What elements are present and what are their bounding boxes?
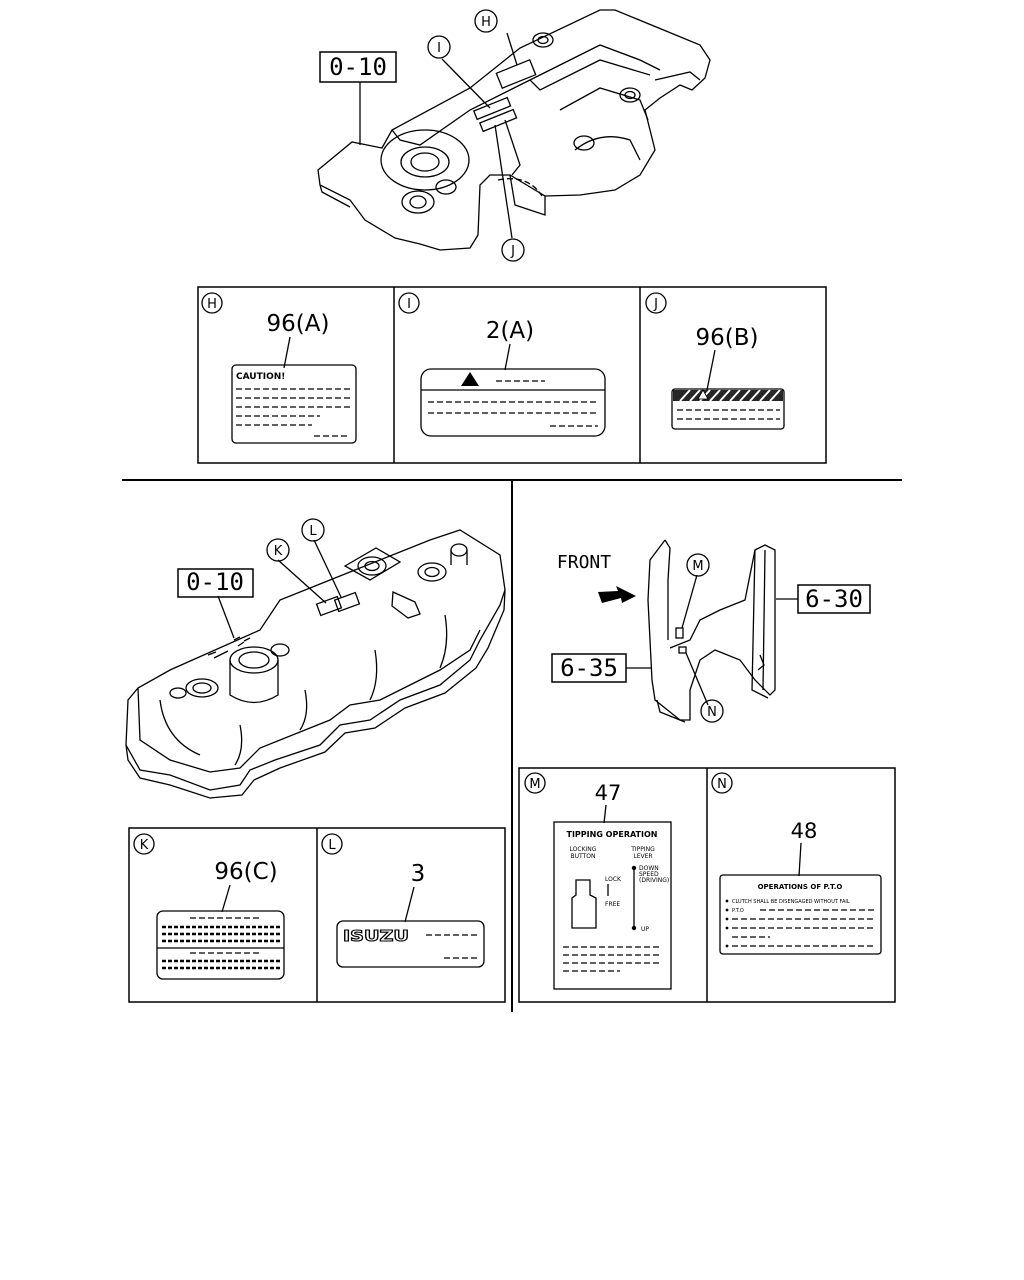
label-table-kl [128, 827, 506, 1003]
svg-text:K: K [140, 838, 149, 853]
panel-J: J 96(B) [645, 292, 785, 430]
part-number-3: 3 [411, 861, 426, 887]
part-number-96B: 96(B) [696, 325, 759, 351]
ref-box-6-35[interactable]: 6-35 [551, 653, 627, 683]
callout-letter: M [692, 559, 703, 574]
callout-letter: L [309, 524, 317, 539]
warning-icon [461, 372, 479, 386]
panel-letter-M: M [524, 772, 546, 794]
cab-panel-drawing [626, 539, 798, 723]
callout-I-top[interactable]: I [427, 35, 451, 59]
callout-N-cab[interactable]: N [700, 699, 724, 723]
front-label: FRONT [557, 552, 611, 573]
callout-L-valve[interactable]: L [301, 518, 325, 542]
panel-letter-L: L [321, 833, 343, 855]
hazard-icon [697, 389, 709, 400]
top-cover-drawing [317, 9, 711, 251]
callout-J-top[interactable]: J [501, 238, 525, 262]
callout-K-valve[interactable]: K [266, 538, 290, 562]
panel-H: H 96(A) CAUTION! [201, 292, 357, 444]
ref-box-0-10-valve[interactable]: 0-10 [177, 568, 254, 598]
part-number-96A: 96(A) [267, 311, 330, 337]
svg-text:LEVER: LEVER [633, 853, 652, 860]
ref-label: 6-35 [560, 654, 618, 682]
panel-K: K 96(C) [133, 833, 285, 980]
callout-letter: I [437, 41, 441, 56]
brand-logo: ISUZU [343, 927, 409, 945]
panel-letter-K: K [133, 833, 155, 855]
pto-title: OPERATIONS OF P.T.O [758, 883, 843, 891]
pto-line-2: P.T.O [732, 908, 744, 914]
panel-letter-N: N [711, 772, 733, 794]
svg-text:H: H [207, 297, 217, 312]
label-table-mn [518, 767, 896, 1003]
tipping-label-drawing: TIPPING OPERATION LOCKING BUTTON TIPPING… [553, 821, 672, 990]
ref-label: 6-30 [805, 585, 863, 613]
svg-text:L: L [328, 838, 336, 853]
svg-text:M: M [529, 777, 540, 792]
callout-letter: H [481, 15, 491, 30]
svg-text:J: J [653, 297, 658, 312]
callout-M-cab[interactable]: M [686, 553, 710, 577]
panel-N: N 48 OPERATIONS OF P.T.O CLUTCH SHALL BE… [711, 772, 882, 955]
svg-text:N: N [717, 777, 727, 792]
ref-box-0-10-top[interactable]: 0-10 [319, 51, 397, 83]
front-indicator: FRONT [557, 552, 636, 603]
tipping-title: TIPPING OPERATION [567, 830, 658, 839]
svg-text:SPEED: SPEED [639, 871, 659, 878]
part-number-96C: 96(C) [214, 859, 277, 885]
svg-text:LOCKING: LOCKING [570, 846, 597, 853]
svg-text:UP: UP [641, 926, 649, 933]
caution-text: CAUTION! [236, 372, 285, 382]
ref-label: 0-10 [329, 53, 387, 81]
panel-letter-H: H [201, 292, 223, 314]
panel-M: M 47 TIPPING OPERATION LOCKING BUTTON TI… [524, 772, 672, 990]
caution-label-drawing: CAUTION! [231, 364, 357, 444]
pto-label-drawing: OPERATIONS OF P.T.O CLUTCH SHALL BE DISE… [719, 874, 882, 955]
part-number-48: 48 [791, 819, 818, 843]
callout-letter: N [707, 705, 717, 720]
ref-box-6-30[interactable]: 6-30 [797, 584, 871, 614]
callout-letter: K [274, 544, 283, 559]
front-arrow-icon [598, 586, 636, 603]
svg-text:I: I [407, 297, 411, 312]
label-table-hij [197, 286, 827, 464]
svg-text:FREE: FREE [605, 901, 620, 908]
svg-text:DOWN: DOWN [639, 865, 659, 872]
warning-label-drawing [420, 368, 606, 437]
panel-L: L 3 ISUZU [321, 833, 485, 968]
panel-I: I 2(A) [398, 292, 606, 437]
multi-label-drawing [156, 910, 285, 980]
svg-text:TIPPING: TIPPING [630, 846, 655, 853]
svg-text:BUTTON: BUTTON [571, 853, 596, 860]
pto-line-1: CLUTCH SHALL BE DISENGAGED WITHOUT FAIL [732, 899, 850, 905]
panel-letter-I: I [398, 292, 420, 314]
locking-button-icon [571, 879, 597, 929]
panel-letter-J: J [645, 292, 667, 314]
part-number-47: 47 [595, 781, 622, 805]
callout-H-top[interactable]: H [474, 9, 498, 33]
valve-cover-drawing [125, 529, 506, 799]
svg-text:LOCK: LOCK [605, 876, 622, 883]
part-number-2A: 2(A) [486, 318, 534, 344]
hazard-label-drawing [671, 388, 785, 430]
svg-text:(DRIVING): (DRIVING) [639, 877, 669, 884]
callout-letter: J [510, 244, 515, 259]
ref-label: 0-10 [186, 568, 244, 596]
brand-label-drawing: ISUZU [336, 920, 485, 968]
